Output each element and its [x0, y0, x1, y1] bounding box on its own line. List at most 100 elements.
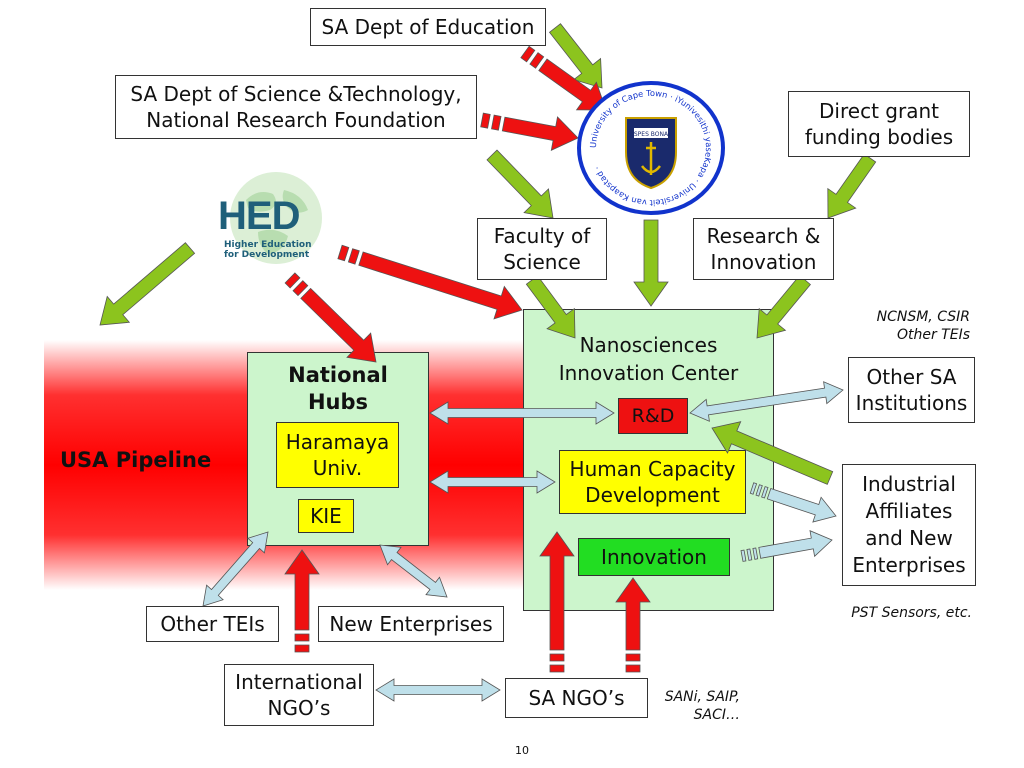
other-sa-line1: Other SA [866, 365, 957, 389]
sa-dept-education-label: SA Dept of Education [321, 15, 535, 39]
innovation-label: Innovation [601, 545, 707, 569]
industrial-affiliates-box[interactable]: Industrial Affiliates and New Enterprise… [842, 464, 976, 586]
sani-note-line2: SACI… [693, 707, 740, 724]
international-ngos-box[interactable]: International NGO’s [224, 664, 374, 726]
center-title-line1: Nanosciences [579, 333, 718, 357]
hed-subtitle-line2: for Development [224, 249, 310, 260]
uct-book-icon [634, 128, 668, 138]
arrow-hubs-rd [429, 401, 615, 425]
kie-box[interactable]: KIE [298, 499, 354, 533]
arrow-hcd-to-industrial-dash-1 [755, 484, 763, 497]
research-line2: Innovation [710, 250, 817, 274]
pst-sensors-note: PST Sensors, etc. [851, 605, 972, 621]
arrow-hed-to-pipeline [99, 242, 196, 326]
arrow-science-to-uct-red-dash-0 [480, 112, 491, 129]
uct-logo: University of Cape Town · iYunivesithi y… [577, 81, 725, 215]
faculty-of-science-box[interactable]: Faculty of Science [477, 218, 607, 280]
arrow-hcd-to-industrial [766, 487, 837, 523]
direct-grant-box[interactable]: Direct grant funding bodies [788, 91, 970, 157]
arrow-hcd-to-industrial-dash-2 [761, 486, 769, 499]
arrow-hed-to-center-red-dash-0 [337, 244, 350, 262]
arrow-sangos-to-innovation-red-dash-1 [625, 653, 641, 662]
innovation-box[interactable]: Innovation [578, 538, 730, 576]
arrow-sangos-to-innovation-red-dash-0 [625, 664, 641, 673]
arrow-innovation-to-industrial-dash-1 [746, 548, 753, 561]
arrow-science-to-uct-red-dash-1 [491, 114, 502, 131]
hcd-line1: Human Capacity [569, 457, 736, 481]
hed-subtitle: Higher Education for Development [224, 240, 312, 261]
international-line1: International [235, 670, 363, 694]
hed-wordmark: HED [218, 194, 300, 238]
arrow-industrial-to-rd [711, 421, 834, 485]
direct-grant-line1: Direct grant [819, 99, 939, 123]
arrow-uct-to-center [633, 219, 669, 307]
sani-note-line1: SANi, SAIP, [664, 689, 740, 705]
arrow-sangos-to-hcd-red-dash-0 [549, 664, 565, 673]
uct-anchor-icon [641, 142, 661, 175]
arrow-innovation-to-industrial [758, 530, 833, 559]
international-line2: NGO’s [267, 696, 331, 720]
rd-box[interactable]: R&D [618, 398, 688, 434]
arrow-education-to-uct [548, 23, 603, 89]
faculty-line2: Science [503, 250, 581, 274]
arrow-international-to-hubs-red [284, 549, 320, 631]
other-teis-box[interactable]: Other TEIs [146, 606, 279, 642]
usa-pipeline-label: USA Pipeline [60, 448, 212, 472]
kie-label: KIE [310, 504, 342, 528]
arrow-rd-other-sa [689, 381, 844, 422]
haramaya-line1: Haramaya [285, 430, 390, 454]
globe-icon [230, 172, 322, 264]
industrial-line1: Industrial [862, 472, 956, 496]
haramaya-box[interactable]: Haramaya Univ. [276, 422, 399, 488]
arrow-grant-to-research [827, 153, 877, 219]
arrow-hed-to-center-red [358, 251, 523, 320]
arrow-hed-to-hubs-red-dash-0 [284, 272, 301, 289]
human-capacity-box[interactable]: Human Capacity Development [559, 450, 746, 514]
arrow-kie-other-teis [202, 531, 269, 607]
research-line1: Research & [706, 224, 821, 248]
sa-dept-science-line1: SA Dept of Science &Technology, [130, 82, 462, 106]
arrow-sangos-to-hcd-red [539, 531, 575, 651]
industrial-line4: Enterprises [852, 553, 966, 577]
arrow-education-to-uct-red-dash-1 [529, 52, 545, 69]
industrial-line3: and New [865, 526, 953, 550]
national-hubs-title: National Hubs [247, 362, 429, 417]
industrial-line2: Affiliates [865, 499, 953, 523]
haramaya-line2: Univ. [312, 456, 363, 480]
uct-motto: SPES BONA [634, 131, 669, 138]
sani-note: SANi, SAIP, SACI… [660, 688, 740, 724]
other-sa-institutions-box[interactable]: Other SA Institutions [848, 357, 975, 423]
hed-subtitle-line1: Higher Education [224, 240, 312, 250]
arrow-education-to-uct-red-dash-0 [520, 45, 536, 63]
arrow-research-to-center [756, 274, 811, 339]
sa-dept-science-box[interactable]: SA Dept of Science &Technology, National… [115, 75, 477, 139]
new-enterprises-box[interactable]: New Enterprises [318, 606, 504, 642]
arrow-innovation-to-industrial-dash-0 [740, 549, 747, 562]
arrow-science-to-uct-red [501, 116, 579, 151]
sa-ngos-box[interactable]: SA NGO’s [505, 678, 648, 718]
arrow-sangos-to-innovation-red [615, 577, 651, 651]
sa-dept-science-line2: National Research Foundation [146, 108, 446, 132]
arrow-hubs-new-enterprises [379, 544, 448, 598]
rd-label: R&D [631, 404, 675, 427]
new-enterprises-label: New Enterprises [329, 612, 493, 636]
sa-ngos-label: SA NGO’s [528, 686, 625, 710]
national-hubs-title-line2: Hubs [307, 390, 369, 415]
center-title-line2: Innovation Center [558, 361, 739, 385]
arrow-science-to-faculty [486, 149, 554, 219]
arrow-hcd-to-industrial-dash-0 [749, 482, 758, 495]
sa-dept-education-box[interactable]: SA Dept of Education [310, 8, 546, 46]
national-hubs-title-line1: National [288, 363, 388, 387]
arrow-hed-to-center-red-dash-1 [347, 248, 360, 265]
other-teis-label: Other TEIs [160, 612, 265, 636]
arrow-international-to-hubs-red-dash-0 [294, 644, 310, 653]
research-innovation-box[interactable]: Research & Innovation [693, 218, 834, 280]
arrow-international-to-hubs-red-dash-1 [294, 633, 310, 642]
nanosciences-center-title: Nanosciences Innovation Center [523, 331, 774, 387]
arrow-hed-to-hubs-red-dash-1 [292, 280, 309, 297]
ncnsm-note: NCNSM, CSIR Other TEIs [830, 308, 970, 344]
direct-grant-line2: funding bodies [804, 125, 954, 149]
ncnsm-note-line2: Other TEIs [896, 327, 970, 344]
arrow-education-to-uct-red [538, 58, 607, 111]
arrow-hed-to-hubs-red [300, 287, 377, 363]
